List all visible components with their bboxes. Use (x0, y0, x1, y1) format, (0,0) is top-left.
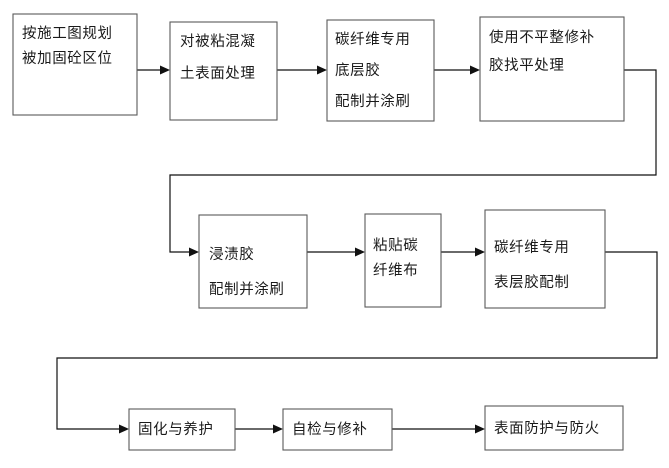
node-saturant-preparation-and-coating-label-line-1: 浸渍胶 (209, 246, 254, 263)
edge-saturant-to-bond-fabric-arrowhead-icon (355, 247, 365, 257)
edge-leveling-to-saturant (169, 69, 657, 257)
edge-plan-to-surface-treatment-arrowhead-icon (160, 65, 170, 75)
node-plan-reinforcement-zone-label-line-1: 按施工图规划 (22, 25, 113, 42)
node-leveling-putty-treatment-box[interactable] (479, 16, 625, 122)
node-primer-preparation-and-coating-label-line-3: 配制并涂刷 (335, 93, 411, 110)
node-saturant-preparation-and-coating-label-line-2: 配制并涂刷 (209, 281, 285, 298)
node-primer-preparation-and-coating-box[interactable] (326, 19, 435, 122)
node-leveling-putty-treatment-label-line-2: 胶找平处理 (489, 57, 565, 74)
node-curing-and-maintenance[interactable]: 固化与养护 (128, 408, 236, 451)
node-primer-preparation-and-coating-label-line-1: 碳纤维专用 (335, 31, 411, 48)
edge-self-inspection-to-surface-protection-arrowhead-icon (475, 424, 485, 434)
edge-plan-to-surface-treatment (137, 65, 170, 75)
nodes-layer: 按施工图规划被加固砼区位对被粘混凝土表面处理碳纤维专用底层胶配制并涂刷使用不平整… (12, 13, 625, 451)
edge-topcoat-to-curing (56, 251, 658, 434)
edge-leveling-to-saturant-line (169, 69, 657, 253)
edge-curing-to-self-inspection-arrowhead-icon (273, 424, 283, 434)
edge-surface-treatment-to-primer-arrowhead-icon (317, 65, 327, 75)
node-topcoat-adhesive-preparation-label-line-1: 碳纤维专用 (494, 239, 570, 256)
edge-saturant-to-bond-fabric (307, 247, 365, 257)
node-bond-carbon-fiber-fabric-box[interactable] (364, 213, 442, 308)
node-plan-reinforcement-zone-label-line-2: 被加固砼区位 (22, 50, 113, 67)
node-surface-protection-and-fireproofing[interactable]: 表面防护与防火 (484, 405, 624, 451)
node-concrete-surface-treatment-label-line-1: 对被粘混凝 (180, 33, 256, 50)
edge-topcoat-to-curing-arrowhead-icon (119, 424, 129, 434)
node-plan-reinforcement-zone-box[interactable] (12, 13, 138, 116)
edge-primer-to-leveling-arrowhead-icon (470, 65, 480, 75)
edge-surface-treatment-to-primer (277, 65, 327, 75)
node-topcoat-adhesive-preparation-label-line-2: 表层胶配制 (494, 274, 570, 291)
node-curing-and-maintenance-box[interactable] (128, 408, 236, 451)
node-concrete-surface-treatment-label-line-2: 土表面处理 (180, 65, 256, 82)
node-leveling-putty-treatment-label-line-1: 使用不平整修补 (489, 29, 595, 46)
edge-bond-fabric-to-topcoat-arrowhead-icon (475, 247, 485, 257)
node-self-inspection-and-repair-label-line-1: 自检与修补 (292, 421, 368, 438)
node-saturant-preparation-and-coating-box[interactable] (198, 214, 308, 309)
node-concrete-surface-treatment-box[interactable] (169, 21, 278, 121)
node-bond-carbon-fiber-fabric-label-line-1: 粘贴碳 (373, 237, 418, 254)
edge-topcoat-to-curing-line (56, 251, 658, 430)
edge-primer-to-leveling (434, 65, 480, 75)
edge-curing-to-self-inspection (235, 424, 283, 434)
node-self-inspection-and-repair-box[interactable] (282, 408, 393, 451)
connectors-layer (56, 65, 658, 434)
node-curing-and-maintenance-label-line-1: 固化与养护 (138, 421, 214, 438)
edge-bond-fabric-to-topcoat (441, 247, 485, 257)
node-bond-carbon-fiber-fabric-label-line-2: 纤维布 (373, 262, 418, 279)
edge-leveling-to-saturant-arrowhead-icon (189, 247, 199, 257)
edge-self-inspection-to-surface-protection (392, 424, 485, 434)
node-surface-protection-and-fireproofing-box[interactable] (484, 405, 624, 451)
node-self-inspection-and-repair[interactable]: 自检与修补 (282, 408, 393, 451)
node-surface-protection-and-fireproofing-label-line-1: 表面防护与防火 (494, 420, 600, 437)
node-topcoat-adhesive-preparation-box[interactable] (484, 209, 606, 309)
node-primer-preparation-and-coating-label-line-2: 底层胶 (335, 62, 380, 79)
